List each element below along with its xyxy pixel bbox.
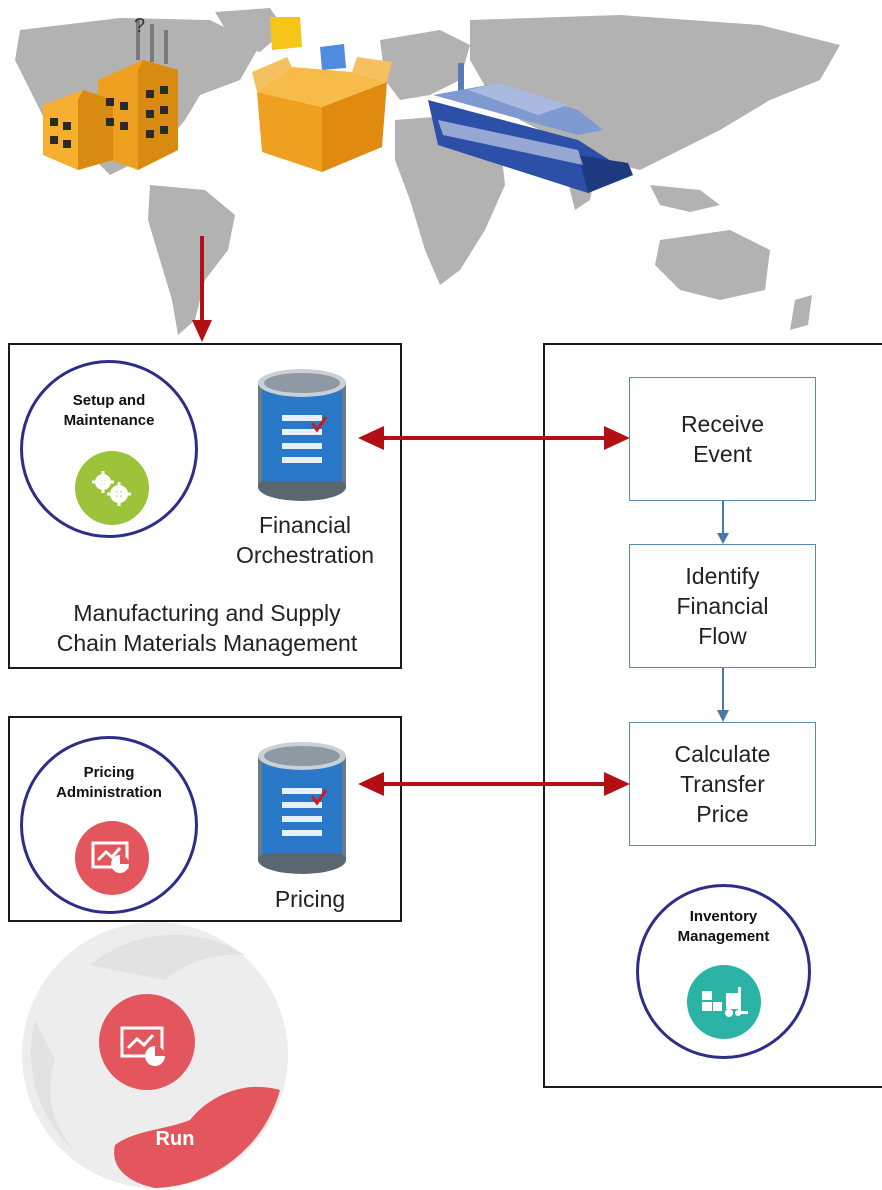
orchestration-receive-arrow bbox=[358, 426, 630, 450]
flow-step-calculate-transfer-price: Calculate Transfer Price bbox=[629, 722, 816, 846]
forklift-icon bbox=[687, 965, 761, 1039]
manufacturing-supply-chain-label: Manufacturing and Supply Chain Materials… bbox=[56, 600, 358, 656]
flow-connector-1 bbox=[717, 501, 729, 544]
run-label: Run bbox=[155, 1128, 195, 1150]
financial-orchestration-label: Financial Orchestration bbox=[235, 512, 375, 568]
setup-maintenance-badge[interactable]: Setup and Maintenance bbox=[20, 360, 198, 538]
shipping-box-icon bbox=[252, 17, 392, 172]
svg-text:?: ? bbox=[134, 15, 145, 37]
pricing-calculate-arrow bbox=[358, 772, 630, 796]
database-icon bbox=[258, 742, 346, 874]
flow-connector-2 bbox=[717, 668, 729, 722]
database-icon bbox=[258, 369, 346, 501]
financial-orchestration-panel: Setup and Maintenance bbox=[8, 343, 402, 669]
setup-maintenance-title: Setup and Maintenance bbox=[63, 392, 155, 429]
flow-step-receive-event: Receive Event bbox=[629, 377, 816, 501]
inventory-management-badge[interactable]: Inventory Management bbox=[636, 884, 811, 1059]
run-badge-icon bbox=[117, 1024, 177, 1069]
pricing-label: Pricing bbox=[274, 886, 346, 912]
pricing-administration-badge[interactable]: Pricing Administration bbox=[20, 736, 198, 914]
gears-icon bbox=[75, 451, 149, 525]
pricing-administration-title: Pricing Administration bbox=[56, 764, 162, 801]
cargo-ship-icon bbox=[428, 63, 633, 193]
inventory-management-title: Inventory Management bbox=[677, 908, 770, 945]
pricing-panel: Pricing Administration bbox=[8, 716, 402, 922]
factory-icon: ? bbox=[43, 15, 178, 170]
map-to-setup-arrow bbox=[192, 236, 212, 342]
flow-step-identify-financial-flow: Identify Financial Flow bbox=[629, 544, 816, 668]
price-chart-icon bbox=[75, 821, 149, 895]
